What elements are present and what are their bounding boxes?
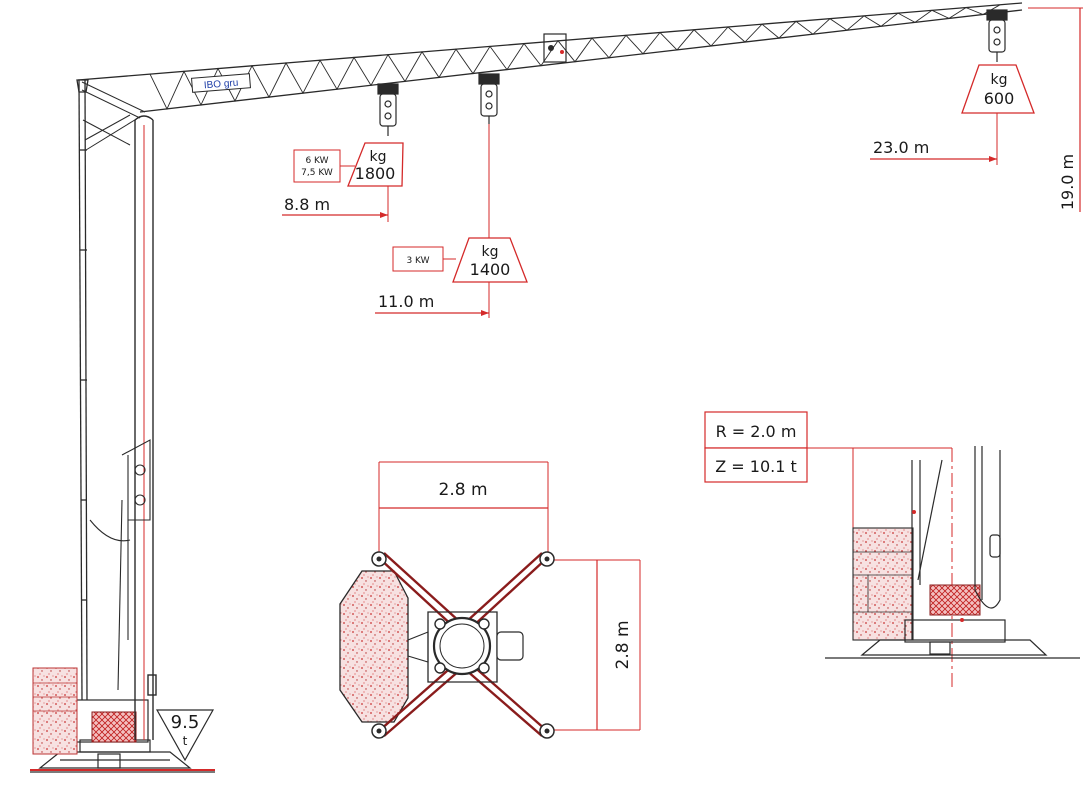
base-width-label: 2.8 m bbox=[439, 480, 488, 500]
base-top-view: 2.8 m 2.8 m bbox=[339, 461, 641, 739]
load-2-power-box bbox=[392, 246, 444, 272]
load-2-radius: 11.0 m bbox=[378, 292, 434, 311]
counterweight-block bbox=[91, 711, 137, 743]
load-1-power-line-1: 6 KW bbox=[305, 156, 328, 166]
ballast-octagon bbox=[339, 570, 409, 723]
counterweight-radius: R = 2.0 m bbox=[716, 422, 797, 441]
load-1-radius: 8.8 m bbox=[284, 195, 330, 214]
height-label: 19.0 m bbox=[1058, 154, 1077, 210]
load-3-radius: 23.0 m bbox=[873, 138, 929, 157]
load-1-weight: 1800 bbox=[355, 164, 396, 183]
load-1: kg 1800 6 KW 7,5 KW 8.8 m bbox=[282, 142, 404, 222]
load-1-unit: kg bbox=[370, 149, 387, 165]
load-1-trapezoid bbox=[347, 142, 404, 187]
load-2-weight: 1400 bbox=[470, 260, 511, 279]
radius-box bbox=[704, 411, 808, 449]
load-2-unit: kg bbox=[482, 244, 499, 260]
crane-tower bbox=[134, 115, 157, 740]
hook-3 bbox=[986, 9, 1008, 62]
crane-tie-mast bbox=[76, 79, 89, 701]
load-3: kg 600 23.0 m bbox=[870, 64, 1035, 165]
ballast-unit: t bbox=[183, 734, 188, 748]
base-depth-label: 2.8 m bbox=[613, 621, 633, 670]
height-dimension: 19.0 m bbox=[1028, 7, 1083, 212]
boom-logo-text: IBO gru bbox=[204, 78, 239, 92]
counterweight-box bbox=[704, 447, 808, 483]
load-2-power-line-1: 3 KW bbox=[406, 256, 429, 266]
load-3-trapezoid bbox=[961, 64, 1035, 114]
load-2-trapezoid bbox=[452, 237, 528, 283]
crane-chassis bbox=[38, 699, 192, 769]
load-3-weight: 600 bbox=[984, 89, 1015, 108]
crane-jib bbox=[77, 2, 1023, 113]
ballast-weight: 9.5 bbox=[171, 712, 200, 733]
crane-side-view: IBO gru bbox=[30, 2, 1023, 773]
ballast-label: 9.5 t bbox=[155, 709, 215, 762]
counterweight-weight: Z = 10.1 t bbox=[715, 457, 797, 476]
hook-2 bbox=[478, 73, 500, 124]
counterweight-detail: R = 2.0 m Z = 10.1 t bbox=[704, 411, 1080, 690]
load-1-power-line-2: 7,5 KW bbox=[301, 168, 333, 178]
hook-1 bbox=[377, 83, 399, 136]
boom-logo: IBO gru bbox=[190, 73, 252, 93]
load-2: kg 1400 3 KW 11.0 m bbox=[375, 124, 528, 318]
load-3-unit: kg bbox=[991, 72, 1008, 88]
